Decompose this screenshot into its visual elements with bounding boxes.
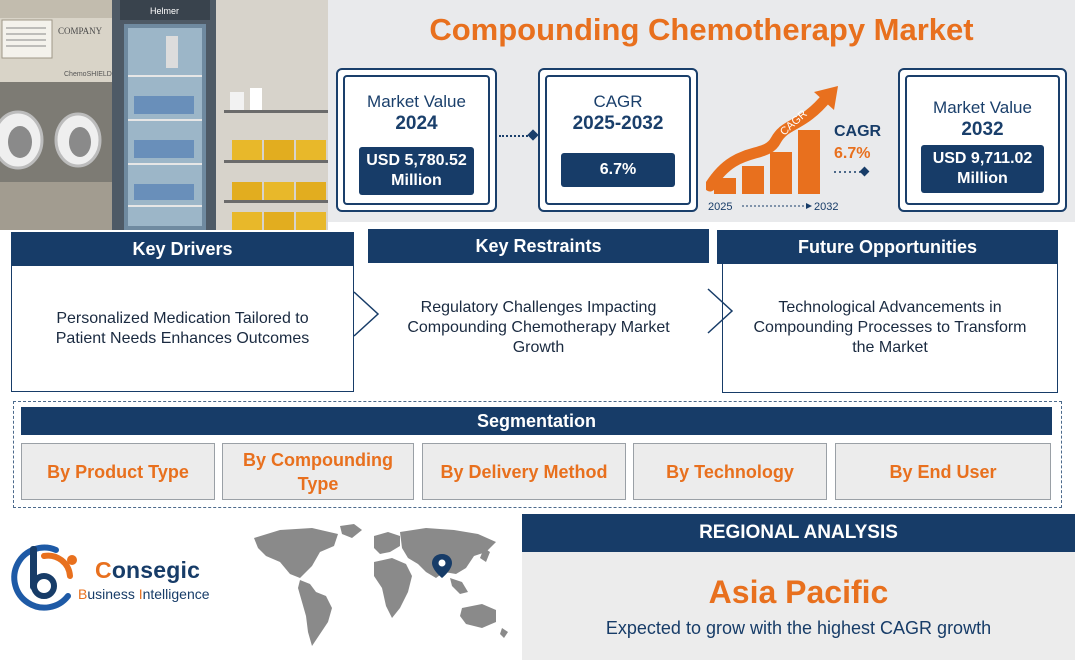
market-value-2024-card: Market Value 2024 USD 5,780.52 Million <box>336 68 497 212</box>
brand-name: Consegic <box>95 557 200 584</box>
market-value-2024-label: Market Value <box>367 92 466 111</box>
world-map <box>250 522 518 654</box>
page-title: Compounding Chemotherapy Market <box>429 12 974 47</box>
key-restraints-heading: Key Restraints <box>368 229 709 263</box>
cabinet-brand-label: Helmer <box>150 6 179 16</box>
brand-tagline: Business Intelligence <box>78 586 210 602</box>
segmentation-heading: Segmentation <box>21 407 1052 435</box>
segment-end-user: By End User <box>835 443 1051 500</box>
tagline-i: I <box>138 586 143 602</box>
segment-product-type: By Product Type <box>21 443 215 500</box>
chevron-separator <box>353 291 380 337</box>
chart-side-value: 6.7% <box>834 145 870 162</box>
market-value-2032-value: USD 9,711.02 Million <box>921 145 1044 193</box>
cagr-card: CAGR 2025-2032 6.7% <box>538 68 698 212</box>
brand-name-rest: onsegic <box>111 557 201 583</box>
market-value-2024-amount: USD 5,780.52 <box>366 152 467 169</box>
market-value-2024-year: 2024 <box>395 113 438 134</box>
key-restraints-text: Regulatory Challenges Impacting Compound… <box>368 263 709 392</box>
cagr-years: 2025-2032 <box>572 113 664 134</box>
market-value-2024-value: USD 5,780.52 Million <box>359 147 474 195</box>
regional-analysis-heading: REGIONAL ANALYSIS <box>522 514 1075 552</box>
growth-arrow-icon: CAGR CAGR 6.7% 2025 2032 <box>704 84 896 216</box>
tagline-usiness: usiness <box>87 586 139 602</box>
market-value-2032-label: Market Value <box>933 98 1032 117</box>
location-pin-icon <box>432 554 452 578</box>
market-value-2032-card: Market Value 2032 USD 9,711.02 Million <box>898 68 1067 212</box>
regional-analysis-panel <box>522 552 1075 660</box>
chart-start-year: 2025 <box>708 201 732 213</box>
market-value-2032-unit: Million <box>957 170 1008 187</box>
chart-side-label: CAGR <box>834 123 882 140</box>
segment-compounding-type: By Compounding Type <box>222 443 414 500</box>
segmentation-frame <box>13 401 1062 508</box>
brand-logo <box>8 540 78 618</box>
future-opportunities-heading: Future Opportunities <box>717 230 1058 264</box>
segment-delivery-method: By Delivery Method <box>422 443 626 500</box>
regional-leader: Asia Pacific <box>708 574 889 610</box>
cagr-label: CAGR <box>593 92 643 111</box>
tagline-ntelligence: ntelligence <box>142 586 210 602</box>
key-drivers-text: Personalized Medication Tailored to Pati… <box>11 266 354 392</box>
tagline-b: B <box>78 586 88 602</box>
market-value-2032-amount: USD 9,711.02 <box>932 150 1033 167</box>
chart-end-year: 2032 <box>814 201 838 213</box>
segment-technology: By Technology <box>633 443 827 500</box>
lab-photo: COMPANY ChemoSHIELD Helmer <box>0 0 328 230</box>
market-value-2032-year: 2032 <box>961 119 1004 140</box>
connector-line <box>499 135 532 137</box>
hood-model-label: ChemoSHIELD <box>64 71 112 78</box>
key-drivers-heading: Key Drivers <box>11 232 354 266</box>
market-value-2024-unit: Million <box>391 172 442 189</box>
brand-initial: C <box>95 557 112 583</box>
future-opportunities-text: Technological Advancements in Compoundin… <box>722 264 1058 393</box>
hood-brand-label: COMPANY <box>58 26 103 36</box>
regional-note: Expected to grow with the highest CAGR g… <box>605 618 992 638</box>
chevron-separator <box>707 288 734 334</box>
cagr-value: 6.7% <box>561 153 675 187</box>
